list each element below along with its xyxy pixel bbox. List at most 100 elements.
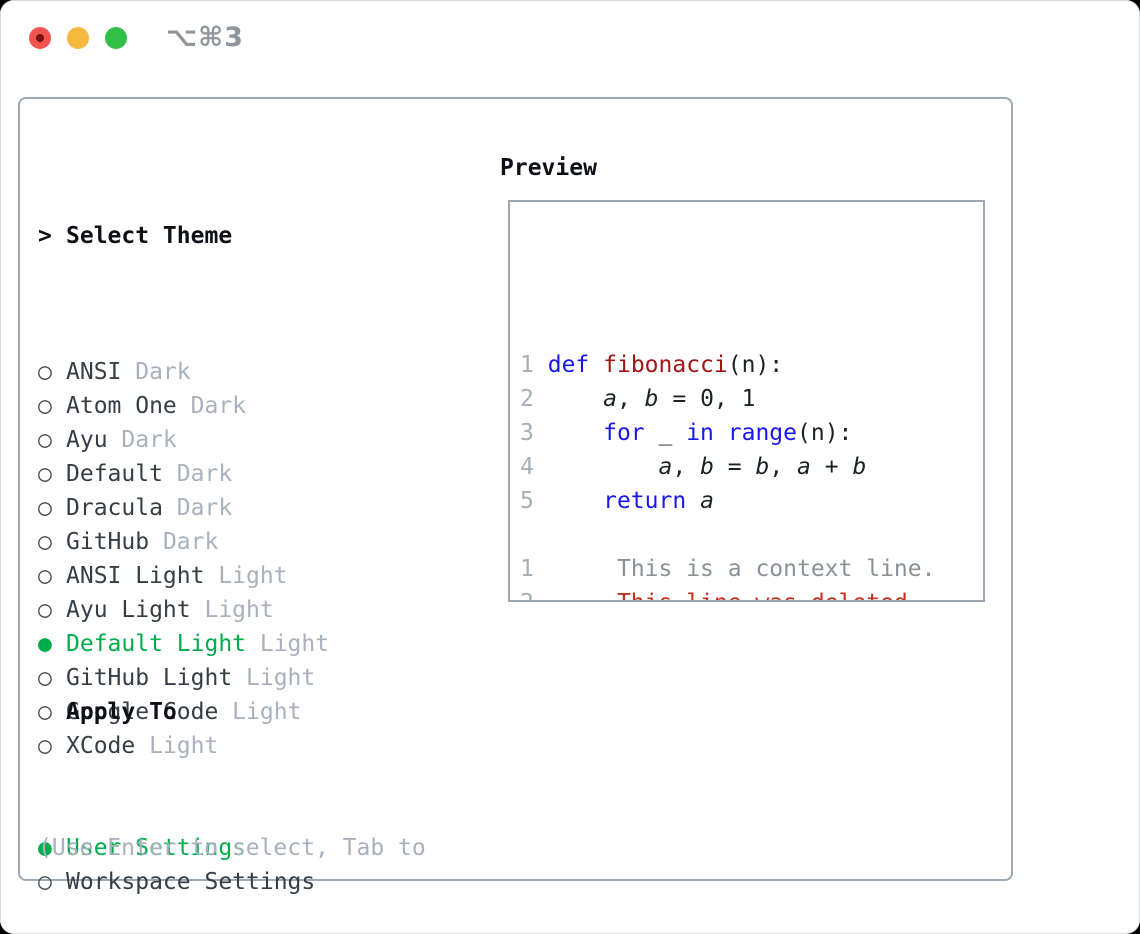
theme-option-ayu[interactable]: ○ Ayu Dark (38, 423, 329, 457)
theme-name: GitHub Light (66, 665, 233, 691)
line-number: 2 (520, 386, 534, 412)
radio-unselected-icon: ○ (38, 359, 52, 385)
radio-selected-icon: ● (38, 631, 52, 657)
keyboard-hint: (Use Enter to select, Tab to change focu… (38, 763, 426, 934)
code-segment-kw: for (603, 420, 645, 446)
theme-variant: Dark (176, 393, 247, 419)
theme-name: Ayu (66, 427, 108, 453)
theme-option-ayu-light[interactable]: ○ Ayu Light Light (38, 593, 329, 627)
radio-unselected-icon: ○ (38, 699, 52, 725)
close-dot-icon (36, 34, 44, 42)
code-segment-del: - This line was deleted. (589, 590, 921, 600)
code-segment-pl: (n): (727, 352, 784, 378)
theme-list-header-row: >Select Theme (38, 219, 329, 253)
theme-option-xcode[interactable]: ○XCode Light (38, 729, 329, 763)
code-segment-pl: , (769, 454, 798, 480)
code-segment-var: a (603, 386, 617, 412)
radio-unselected-icon: ○ (38, 495, 52, 521)
line-number: 1 (520, 556, 534, 582)
theme-name: ANSI (66, 359, 122, 385)
line-number: 5 (520, 488, 534, 514)
code-line: 5 return a (520, 484, 973, 518)
code-segment-kw: in (686, 420, 714, 446)
theme-variant: Light (232, 665, 316, 691)
code-segment-pl: (n): (797, 420, 853, 446)
radio-selected-icon: ● (38, 835, 52, 861)
theme-option-google-code[interactable]: ○ Google Code Light (38, 695, 329, 729)
code-segment-var: a (700, 488, 714, 514)
theme-variant: Light (204, 563, 288, 589)
radio-unselected-icon: ○ (38, 665, 52, 691)
code-segment-pl: = (713, 454, 756, 480)
apply-to-indent (38, 695, 66, 729)
theme-name: Default Light (66, 631, 247, 657)
theme-variant: Dark (162, 495, 233, 521)
line-number: 2 (520, 590, 534, 600)
theme-name: XCode (66, 733, 136, 759)
code-segment-pl (548, 590, 590, 600)
code-segment-var: a (658, 454, 673, 480)
theme-variant: Dark (149, 529, 219, 555)
theme-variant: Light (218, 699, 302, 725)
code-segment-pl (548, 420, 603, 446)
radio-unselected-icon: ○ (38, 529, 52, 555)
theme-name: Dracula (66, 495, 163, 521)
minimize-button[interactable] (67, 27, 89, 49)
theme-name: Google Code (66, 699, 219, 725)
code-segment-var: b (644, 386, 659, 412)
code-segment-pl (686, 488, 700, 514)
window-title: ⌥⌘3 (166, 22, 244, 53)
radio-unselected-icon: ○ (38, 393, 52, 419)
radio-unselected-icon: ○ (38, 869, 52, 895)
code-segment-pl (548, 556, 617, 582)
apply-option-user-settings[interactable]: ● User Settings (38, 831, 315, 865)
apply-to-section: Apply To ● User Settings ○ Workspace Settin… (38, 627, 315, 899)
code-line: 3 for _ in range(n): (520, 416, 973, 450)
code-segment-kw: return (603, 488, 687, 514)
apply-option-workspace-settings[interactable]: ○ Workspace Settings (38, 865, 315, 899)
theme-variant: Dark (162, 461, 233, 487)
code-line: 2 a, b = 0, 1 (520, 382, 973, 416)
preview-title: Preview (500, 155, 597, 181)
code-line: 1 def fibonacci(n): (520, 348, 973, 382)
theme-name: Default (66, 461, 163, 487)
line-number: 1 (520, 352, 534, 378)
code-segment-pl (548, 454, 659, 480)
theme-option-github[interactable]: ○ GitHub Dark (38, 525, 329, 559)
apply-to-header-row: Apply To (38, 695, 315, 729)
hint-line-1: (Use Enter to select, Tab to (38, 835, 426, 861)
radio-unselected-icon: ○ (38, 427, 52, 453)
code-line: 2 - This line was deleted. (520, 586, 973, 600)
theme-variant: Light (190, 597, 274, 623)
theme-option-ansi[interactable]: ○ANSI Dark (38, 355, 329, 389)
theme-name: GitHub (66, 529, 150, 555)
zoom-button[interactable] (105, 27, 127, 49)
code-segment-pl (548, 488, 603, 514)
theme-option-github-light[interactable]: ○ GitHub Light Light (38, 661, 329, 695)
theme-option-default-light[interactable]: ●Default Light Light (38, 627, 329, 661)
theme-option-atom-one[interactable]: ○Atom One Dark (38, 389, 329, 423)
apply-option-label: User Settings (66, 835, 247, 861)
theme-option-dracula[interactable]: ○ Dracula Dark (38, 491, 329, 525)
code-segment-pl: , (672, 454, 701, 480)
theme-name: Ayu Light (66, 597, 191, 623)
close-button[interactable] (29, 27, 51, 49)
code-segment-pl: _ (644, 420, 687, 446)
theme-option-ansi-light[interactable]: ○ANSI Light Light (38, 559, 329, 593)
theme-variant: Dark (107, 427, 177, 453)
code-line: 1 This is a context line. (520, 552, 973, 586)
radio-unselected-icon: ○ (38, 597, 52, 623)
code-segment-pl (714, 420, 728, 446)
apply-option-label: Workspace Settings (66, 869, 316, 895)
line-number: 4 (520, 454, 534, 480)
radio-unselected-icon: ○ (38, 461, 52, 487)
theme-list: >Select Theme ○ANSI Dark○Atom One Dark○A… (38, 151, 329, 763)
selection-prompt-icon: > (38, 223, 52, 249)
code-segment-var: b (852, 454, 867, 480)
code-segment-pl (589, 352, 603, 378)
theme-option-default[interactable]: ○ Default Dark (38, 457, 329, 491)
code-line (520, 518, 973, 552)
code-segment-var: b (755, 454, 770, 480)
